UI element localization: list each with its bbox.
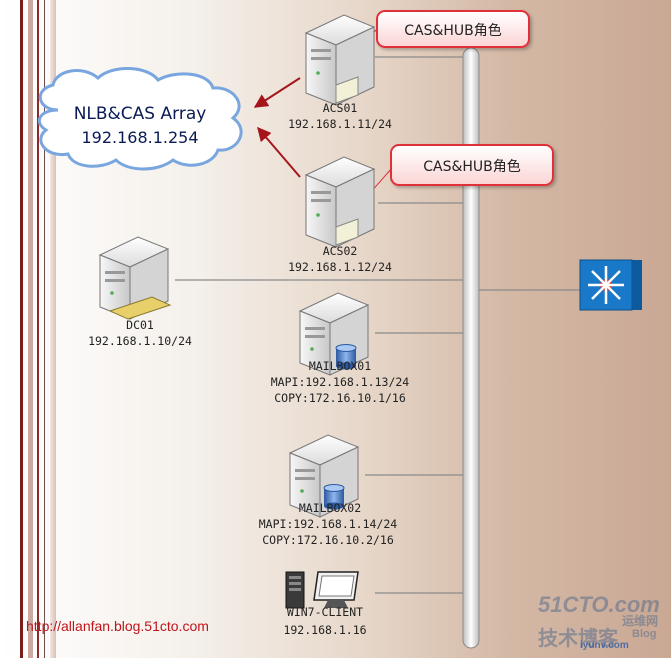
role-callout-label: CAS&HUB角色 xyxy=(423,159,521,175)
watermark-domain: iyunv.com xyxy=(580,640,629,651)
node-copy-mailbox02: COPY:172.16.10.2/16 xyxy=(262,533,394,547)
node-mapi-mailbox01: MAPI:192.168.1.13/24 xyxy=(270,375,410,389)
switch-icon xyxy=(579,259,642,311)
cloud-icon xyxy=(37,66,243,171)
node-ip-acs01: 192.168.1.11/24 xyxy=(288,117,392,131)
server-icon-acs01 xyxy=(304,14,376,106)
server-icon-mailbox02 xyxy=(288,434,360,518)
role-callout-acs01: CAS&HUB角色 xyxy=(376,10,530,48)
array-ip: 192.168.1.254 xyxy=(81,128,199,147)
watermark-blog: Blog xyxy=(632,628,657,640)
watermark-tech: 技术博客 xyxy=(538,628,618,650)
node-ip-acs02: 192.168.1.12/24 xyxy=(288,260,392,274)
node-name-acs01: ACS01 xyxy=(322,101,358,115)
role-callout-label: CAS&HUB角色 xyxy=(404,23,502,39)
watermark-site: 51CTO.com xyxy=(538,592,660,617)
connection-lines xyxy=(175,56,580,594)
server-icon-acs02 xyxy=(304,156,376,248)
decorative-stripes xyxy=(0,0,60,658)
array-name: NLB&CAS Array xyxy=(73,104,207,124)
node-name-client: WIN7-CLIENT xyxy=(286,605,364,619)
node-name-mailbox01: MAILBOX01 xyxy=(308,359,372,373)
arrow-acs01-to-cloud xyxy=(253,77,301,108)
node-mapi-mailbox02: MAPI:192.168.1.14/24 xyxy=(258,517,398,531)
node-ip-dc01: 192.168.1.10/24 xyxy=(88,334,192,348)
monitor-icon xyxy=(313,571,359,608)
blog-url: http://allanfan.blog.51cto.com xyxy=(26,618,209,634)
node-name-mailbox02: MAILBOX02 xyxy=(298,501,362,515)
node-ip-client: 192.168.1.16 xyxy=(283,623,367,637)
database-icon-mailbox02 xyxy=(323,484,345,510)
role-callout-acs02: CAS&HUB角色 xyxy=(390,144,554,186)
server-icon-dc01 xyxy=(98,236,172,320)
client-tower-icon xyxy=(285,571,305,609)
arrow-acs02-to-cloud xyxy=(257,126,301,178)
database-icon-mailbox01 xyxy=(335,344,357,370)
node-copy-mailbox01: COPY:172.16.10.1/16 xyxy=(274,391,406,405)
node-name-acs02: ACS02 xyxy=(322,244,358,258)
server-icon-mailbox01 xyxy=(298,292,370,376)
node-name-dc01: DC01 xyxy=(126,318,154,332)
network-backbone xyxy=(462,47,480,649)
watermark-brand: 运维网 xyxy=(622,614,659,628)
